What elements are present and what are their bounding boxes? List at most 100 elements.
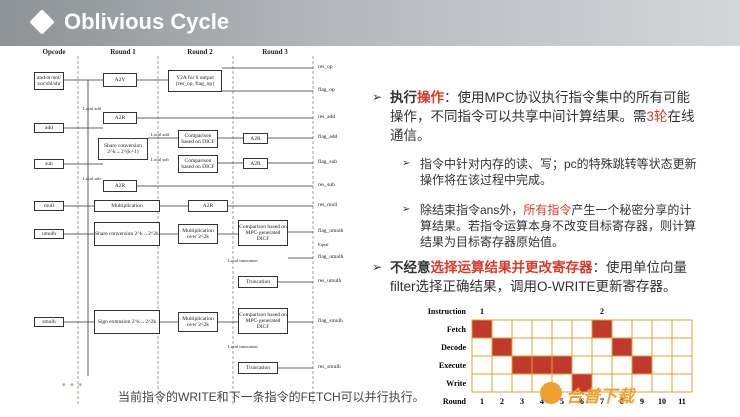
bullet3-post: 产生一个秘密分享的计算结果。若指令运算本身不改变目标寄存器，则计算结果为目标寄存… — [420, 203, 697, 249]
pipeline-row-label: Fetch — [447, 325, 467, 334]
diagram-lines — [62, 56, 314, 406]
box-cmp-mpc1: Comparison based on MPC-generated DICF — [238, 220, 288, 246]
pipeline-row-label: Write — [446, 379, 466, 388]
label-local-sub: Local sub — [83, 176, 101, 181]
pipeline-round-label: 10 — [658, 397, 666, 406]
pipeline-cell-active — [531, 355, 553, 375]
bullet1-num-suffix: 轮 — [654, 109, 668, 124]
arrow-icon: ➢ — [402, 204, 411, 215]
box-y2a: Y2A for 6 output{res_op, flag_op} — [168, 70, 222, 92]
box-mult-over1: Multiplication over 2^2k — [178, 224, 218, 244]
box-trunc1: Truncation — [238, 276, 278, 288]
opcode-umulh: umulh — [34, 229, 64, 239]
page-title: Oblivious Cycle — [64, 9, 230, 34]
pipeline-row-label: Execute — [439, 361, 467, 370]
box-mult: Multiplication — [94, 200, 160, 212]
arrow-icon: ➢ — [372, 260, 383, 274]
pipeline-cell — [611, 319, 633, 339]
label-equal: Equal — [318, 242, 329, 247]
header-bar: Oblivious Cycle — [0, 0, 740, 46]
pipeline-round-label: 6 — [580, 397, 584, 406]
pipeline-cell — [651, 319, 673, 339]
output-res-sub: res_sub — [318, 182, 335, 188]
output-flag-umulh-2: flag_umulh — [318, 254, 344, 260]
pipeline-cell — [671, 355, 693, 375]
pipeline-cell — [571, 319, 593, 339]
pipeline-cell — [631, 373, 653, 393]
bullet1-prefix: 执行 — [390, 90, 417, 105]
pipeline-cell — [491, 319, 513, 339]
pipeline-cell — [531, 337, 553, 357]
slide-dots: • • • — [62, 380, 84, 391]
col-round2: Round 2 — [187, 48, 213, 56]
pipeline-cell — [671, 373, 693, 393]
pipeline-instruction-label: 2 — [600, 307, 604, 316]
pipeline-cell-active — [471, 319, 493, 339]
watermark-icon — [540, 382, 562, 404]
output-flag-smulh: flag_smulh — [318, 318, 343, 324]
col-round1: Round 1 — [110, 48, 136, 56]
pipeline-cell — [471, 337, 493, 357]
pipeline-cell-active — [591, 319, 613, 339]
pipeline-cell — [551, 319, 573, 339]
pipeline-cell — [591, 355, 613, 375]
output-res-mull: res_mull — [318, 202, 338, 208]
watermark-text: 合普下载 — [566, 387, 634, 406]
box-mult-over2: Multiplication over 2^2k — [178, 312, 218, 332]
col-opcode: Opcode — [42, 48, 66, 56]
bullet3-highlight: 所有指令 — [523, 203, 572, 217]
bullet-oblivious-select: ➢ 不经意选择运算结果并更改寄存器：使用单位向量filter选择正确结果，调用O… — [372, 258, 702, 296]
pipeline-round-label: 11 — [678, 397, 686, 406]
pipeline-cell — [471, 373, 493, 393]
bullet2-text: 指令中针对内存的读、写；pc的特殊跳转等状态更新操作将在该过程中完成。 — [420, 157, 697, 187]
box-cmp2: Comparison based on DICF — [178, 155, 218, 173]
pipeline-round-label: 3 — [520, 397, 524, 406]
bullet1-highlight: 操作 — [417, 90, 444, 105]
pipeline-cell — [511, 337, 533, 357]
box-share-conv1: Share conversion 2^k→2^(k+1) — [98, 138, 148, 160]
pipeline-cell — [571, 337, 593, 357]
pipeline-row-label: Instruction — [428, 307, 467, 316]
box-a2r-mull: A2R — [188, 200, 228, 212]
pipeline-svg: InstructionFetchDecodeExecuteWriteRound1… — [428, 307, 693, 406]
col-round3: Round 3 — [262, 48, 288, 56]
bullet4-prefix: 不经意 — [390, 260, 431, 275]
pipeline-cell — [631, 337, 653, 357]
opcode-smulh: smulh — [34, 317, 64, 327]
output-res-smulh: res_smulh — [318, 364, 341, 370]
pipeline-cell — [611, 355, 633, 375]
opcode-mull: mull — [34, 201, 64, 211]
label-local-sub-2: Local sub — [151, 157, 169, 162]
arrow-icon: ➢ — [372, 90, 383, 104]
bullet-result: ➢ 除结束指令ans外，所有指令产生一个秘密分享的计算结果。若指令运算本身不改变… — [402, 202, 702, 250]
box-sign-ext: Sign extension 2^k→2^2k — [94, 310, 160, 334]
pipeline-round-label: 2 — [500, 397, 504, 406]
pipeline-cell — [511, 319, 533, 339]
opcode-sub: sub — [34, 159, 64, 169]
pipeline-cell-active — [551, 355, 573, 375]
bullet1-text: ：使用MPC协议执行指令集中的所有可能操作，不同指令可以共享中间计算结果。需 — [390, 90, 690, 124]
pipeline-cell — [591, 337, 613, 357]
pipeline-cell — [671, 337, 693, 357]
box-a2y: A2Y — [103, 73, 137, 87]
box-a2r-sub: A2R — [103, 180, 137, 192]
box-a2r-add: A2R — [103, 112, 137, 124]
output-flag-op: flag_op — [318, 87, 335, 93]
pipeline-cell — [491, 373, 513, 393]
bullet3-pre: 除结束指令ans外， — [420, 203, 524, 217]
label-local-trunc1: Local truncation — [228, 258, 258, 263]
bullet-memory: ➢ 指令中针对内存的读、写；pc的特殊跳转等状态更新操作将在该过程中完成。 — [402, 156, 702, 188]
pipeline-cell — [651, 373, 673, 393]
pipeline-cell — [651, 355, 673, 375]
pipeline-cell-active — [611, 337, 633, 357]
label-local-add: Local add — [83, 106, 101, 111]
oblivious-cycle-diagram: Opcode Round 1 Round 2 Round 3 and/or/no… — [28, 46, 364, 414]
pipeline-cell-active — [631, 355, 653, 375]
pipeline-row-label: Decode — [441, 343, 466, 352]
output-res-op: res_op — [318, 64, 333, 70]
pipeline-round-label: 7 — [600, 397, 604, 406]
box-cmp1: Comparison based on DICF — [178, 130, 218, 148]
box-share-conv2: Share conversion 2^k→2^2k — [94, 222, 160, 246]
pipeline-cell-active — [511, 355, 533, 375]
